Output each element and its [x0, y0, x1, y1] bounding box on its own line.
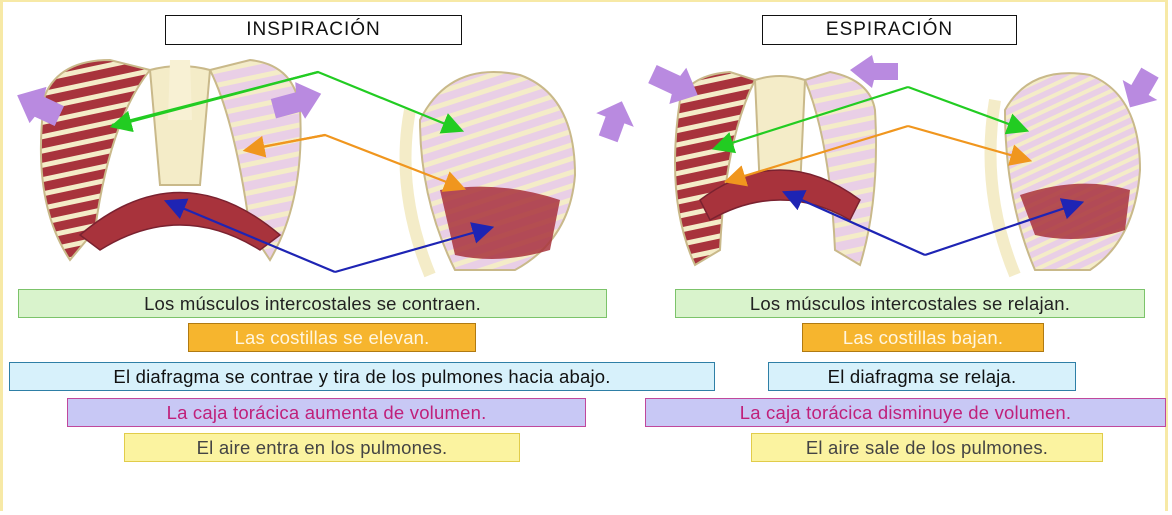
inspiration-air-label: El aire entra en los pulmones. [124, 433, 520, 462]
movement-arrow-icon [17, 55, 1159, 143]
expiration-title: ESPIRACIÓN [762, 15, 1017, 45]
expiration-volume-label: La caja torácica disminuye de volumen. [645, 398, 1166, 427]
inspiration-connector-arrows [109, 70, 495, 274]
inspiration-ribs-label: Las costillas se elevan. [188, 323, 476, 352]
expiration-diaphragm-label: El diafragma se relaja. [768, 362, 1076, 391]
inspiration-muscles-label: Los músculos intercostales se contraen. [18, 289, 607, 318]
inspiration-volume-label: La caja torácica aumenta de volumen. [67, 398, 586, 427]
expiration-ribs-label: Las costillas bajan. [802, 323, 1044, 352]
expiration-muscles-label: Los músculos intercostales se relajan. [675, 289, 1145, 318]
inspiration-title: INSPIRACIÓN [165, 15, 462, 45]
expiration-side-ribcage [984, 72, 1142, 278]
inspiration-diaphragm-label: El diafragma se contrae y tira de los pu… [9, 362, 715, 391]
expiration-front-ribcage [674, 70, 877, 267]
expiration-connector-arrows [711, 85, 1085, 257]
expiration-air-label: El aire sale de los pulmones. [751, 433, 1103, 462]
inspiration-front-ribcage [39, 58, 302, 262]
